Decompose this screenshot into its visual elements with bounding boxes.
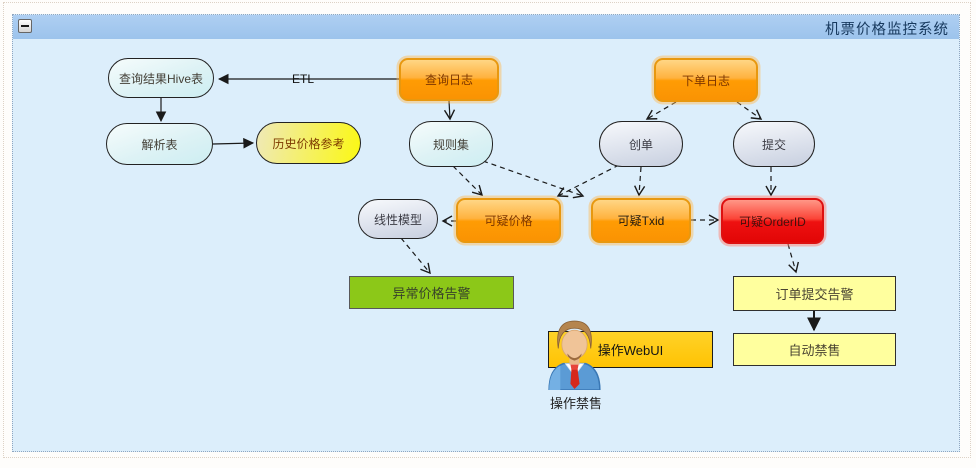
- edge-create-price: [556, 164, 620, 198]
- node-suspect-price[interactable]: 可疑价格: [456, 198, 561, 243]
- operator-person-icon[interactable]: [546, 316, 603, 390]
- node-history-price-ref[interactable]: 历史价格参考: [256, 122, 361, 164]
- node-hive-table[interactable]: 查询结果Hive表: [108, 58, 214, 98]
- edge-orderlog-submit: [736, 101, 763, 120]
- node-suspect-orderid[interactable]: 可疑OrderID: [721, 198, 824, 244]
- edge-querylog-ruleset: [443, 100, 456, 121]
- edge-ruleset-price: [452, 165, 484, 197]
- operator-label: 操作禁售: [549, 396, 602, 411]
- node-auto-ban[interactable]: 自动禁售: [733, 333, 896, 366]
- edge-create-txid: [634, 166, 646, 197]
- edges-layer: [155, 73, 821, 332]
- etl-edge-label: ETL: [291, 72, 314, 86]
- diagram-title: 机票价格监控系统: [825, 22, 949, 38]
- node-order-submit-alert[interactable]: 订单提交告警: [733, 276, 896, 311]
- edge-linear-pricealert: [400, 237, 431, 275]
- diagram-panel: 机票价格监控系统 查询结果Hive表 查询日志 下单日志 解析表 历史价格参考 …: [12, 14, 960, 452]
- node-parse-table[interactable]: 解析表: [106, 123, 213, 165]
- node-rule-set[interactable]: 规则集: [409, 121, 493, 167]
- edge-orderid-orderalert: [787, 243, 800, 274]
- node-price-alert[interactable]: 异常价格告警: [349, 276, 514, 309]
- title-bar: 机票价格监控系统: [13, 15, 959, 39]
- minus-icon: [21, 25, 29, 27]
- node-suspect-txid[interactable]: 可疑Txid: [591, 198, 691, 243]
- node-submit[interactable]: 提交: [733, 121, 815, 167]
- node-linear-model[interactable]: 线性模型: [358, 199, 438, 239]
- node-query-log[interactable]: 查询日志: [399, 58, 499, 101]
- node-order-log[interactable]: 下单日志: [654, 58, 758, 102]
- node-create-order[interactable]: 创单: [599, 121, 683, 167]
- collapse-button[interactable]: [18, 19, 32, 33]
- edge-orderlog-create: [645, 101, 677, 120]
- edge-parse-history: [212, 137, 255, 149]
